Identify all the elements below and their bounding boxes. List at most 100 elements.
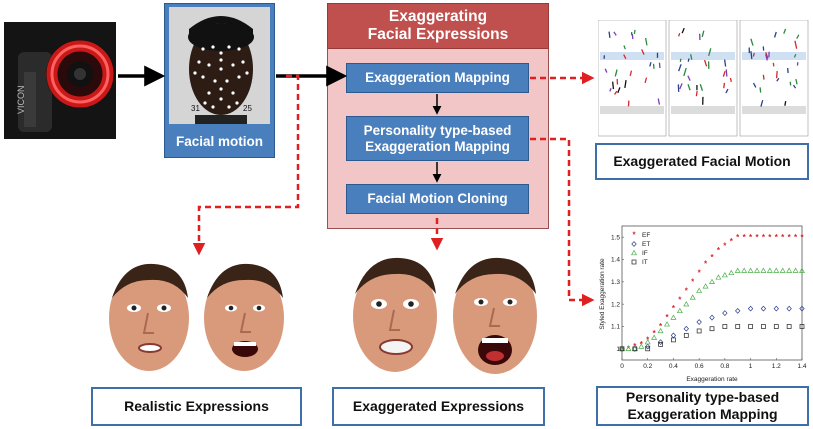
motion-vector xyxy=(612,81,615,90)
point-et xyxy=(747,305,754,312)
motion-vector xyxy=(649,62,652,67)
point-ef: * xyxy=(717,246,721,255)
motion-vector xyxy=(701,30,705,38)
legend-label-ef: EF xyxy=(642,232,650,239)
x-tick-label: 0 xyxy=(620,363,624,370)
point-it xyxy=(722,324,728,329)
point-it xyxy=(799,324,805,329)
motion-vector xyxy=(687,58,690,62)
point-it xyxy=(671,337,676,343)
motion-vector xyxy=(750,38,754,46)
point-if xyxy=(773,267,780,273)
point-if xyxy=(721,272,728,278)
point-if xyxy=(651,334,658,340)
point-ef: * xyxy=(762,233,766,242)
motion-plot-panel xyxy=(598,20,667,137)
point-et xyxy=(657,339,664,346)
point-if xyxy=(696,287,703,293)
point-ef: * xyxy=(768,233,772,242)
point-if xyxy=(715,274,722,280)
motion-vector xyxy=(725,69,728,77)
y-tick-label: 1.1 xyxy=(611,324,620,331)
exaggerated-face-surprised xyxy=(353,257,437,372)
exaggerated-expression-faces xyxy=(353,257,537,374)
motion-plot-band xyxy=(600,52,664,60)
motion-vector xyxy=(703,59,708,67)
point-ef: * xyxy=(723,242,727,251)
point-et xyxy=(799,305,805,312)
point-et xyxy=(735,307,741,314)
marker-number-31: 31 xyxy=(191,104,200,113)
point-if xyxy=(728,269,735,276)
point-ef: * xyxy=(698,269,702,278)
motion-vector xyxy=(752,52,755,57)
point-it xyxy=(709,326,715,332)
point-it xyxy=(619,346,625,352)
motion-vector xyxy=(617,87,621,94)
point-if xyxy=(702,283,709,289)
point-if xyxy=(741,267,748,273)
point-et xyxy=(645,343,651,350)
point-et xyxy=(722,310,728,317)
motion-vector xyxy=(623,45,626,50)
motion-vector xyxy=(750,51,753,60)
motion-vector xyxy=(644,77,648,84)
series-it xyxy=(619,324,805,352)
process-title-line1: Exaggerating xyxy=(388,8,488,25)
legend-marker-et xyxy=(631,241,637,247)
point-it xyxy=(696,328,702,334)
step-2-label-line2: Exaggeration Mapping xyxy=(365,138,510,154)
point-if xyxy=(747,267,754,273)
motion-vector xyxy=(786,68,789,74)
motion-vector xyxy=(765,52,769,59)
motion-vector xyxy=(765,54,768,61)
legend-label-et: ET xyxy=(642,241,650,248)
exaggerated-face-shout xyxy=(453,257,537,374)
motion-vector xyxy=(723,82,726,89)
motion-vector xyxy=(679,83,683,90)
point-ef: * xyxy=(775,233,779,242)
point-if xyxy=(779,267,786,273)
point-et xyxy=(632,345,638,352)
point-ef: * xyxy=(678,295,682,304)
point-it xyxy=(645,346,651,352)
motion-vector xyxy=(608,31,611,38)
point-if xyxy=(798,267,806,273)
motion-vector xyxy=(613,31,617,36)
motion-vector xyxy=(784,100,787,106)
point-ef: * xyxy=(653,329,657,338)
point-it xyxy=(773,324,779,329)
step-facial-motion-cloning: Facial Motion Cloning xyxy=(346,184,529,214)
point-ef: * xyxy=(743,233,747,242)
chart-plot-area xyxy=(621,225,803,361)
step-exaggeration-mapping: Exaggeration Mapping xyxy=(346,63,529,93)
legend-label-it: IT xyxy=(642,259,648,266)
exaggerated-facial-motion-label: Exaggerated Facial Motion xyxy=(595,143,809,180)
x-tick-label: 0.4 xyxy=(669,363,678,370)
y-tick-label: 1.5 xyxy=(611,234,620,241)
motion-vector xyxy=(699,83,704,91)
motion-vector xyxy=(604,68,608,73)
point-ef: * xyxy=(710,253,714,262)
point-it xyxy=(735,324,741,329)
motion-plot-band xyxy=(671,52,735,60)
point-if xyxy=(766,267,773,273)
point-ef: * xyxy=(704,260,708,269)
chart-x-axis-label: Exaggeration rate xyxy=(686,376,738,383)
point-if xyxy=(625,345,632,351)
motion-vector xyxy=(729,77,732,83)
motion-vector xyxy=(681,27,685,34)
exaggerated-motion-plots xyxy=(598,20,809,137)
point-ef: * xyxy=(800,233,804,242)
motion-vector xyxy=(614,69,618,77)
point-if xyxy=(786,267,793,273)
x-tick-label: 1.2 xyxy=(772,363,781,370)
motion-vector xyxy=(783,28,787,34)
point-ef: * xyxy=(749,233,753,242)
point-ef: * xyxy=(627,344,631,353)
motion-plot-band xyxy=(742,106,806,114)
point-if xyxy=(644,339,651,345)
motion-vector xyxy=(776,77,780,82)
y-tick-label: 1.3 xyxy=(611,279,620,286)
